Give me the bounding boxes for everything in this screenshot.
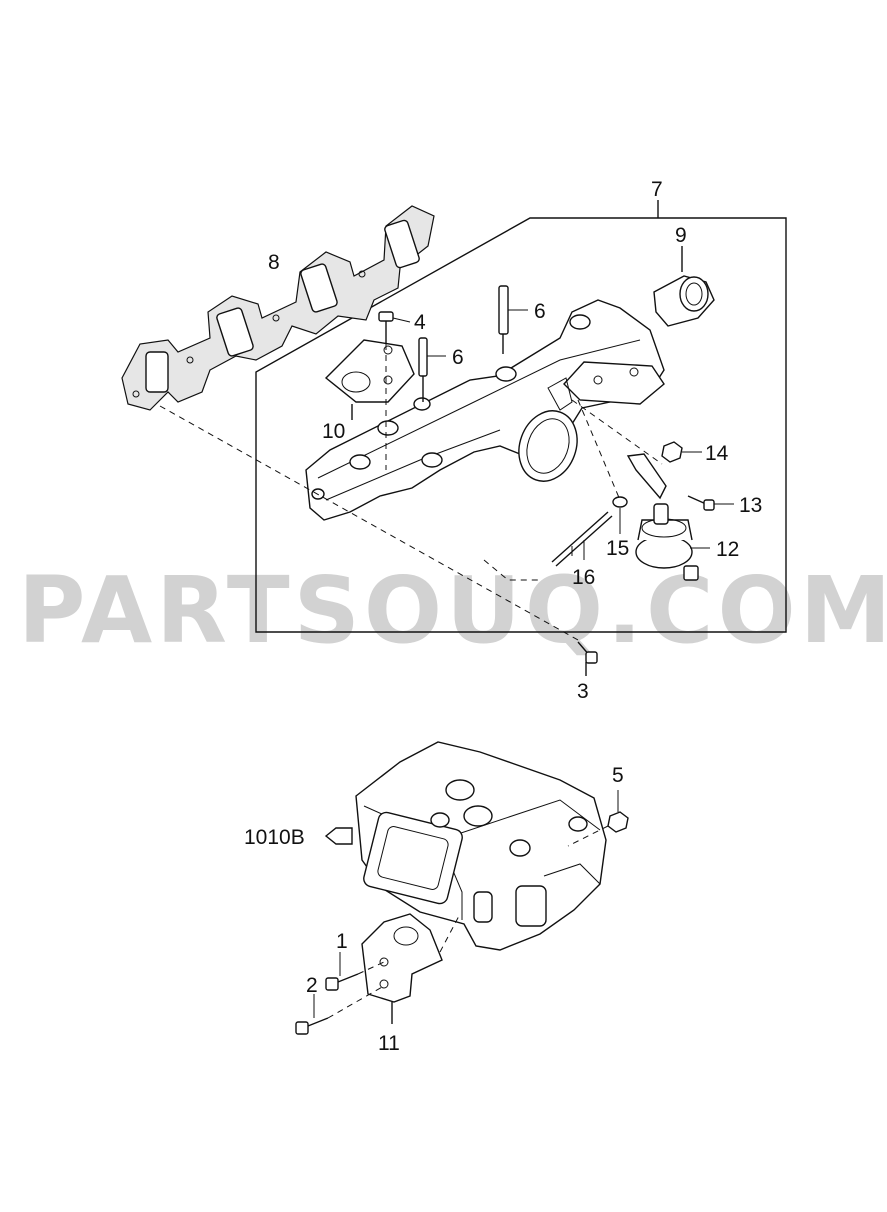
- callout-8: 8: [268, 251, 280, 274]
- pipe-rod-16: [551, 511, 613, 567]
- bolt-3: [577, 641, 598, 676]
- callout-5: 5: [612, 764, 624, 787]
- washer-15: [612, 496, 628, 534]
- manifold-gasket: [121, 205, 435, 411]
- reference-arrow: [324, 827, 353, 845]
- callout-1: 1: [336, 930, 348, 953]
- callout-13: 13: [739, 494, 762, 517]
- callout-3: 3: [577, 680, 589, 703]
- heat-shield-bracket: [324, 339, 415, 420]
- watermark-text: PARTSOUQ.COM: [18, 557, 887, 664]
- stud-6-right: [498, 285, 528, 354]
- assembly-lines: [159, 344, 663, 641]
- nut-5: [567, 790, 629, 847]
- callout-14: 14: [705, 442, 729, 465]
- callout-4: 4: [414, 311, 426, 334]
- bolt-13: [687, 495, 734, 511]
- cylinder-head: [355, 741, 607, 951]
- exhaust-elbow: [653, 246, 715, 327]
- callout-16: 16: [572, 566, 595, 589]
- callout-7: 7: [651, 178, 663, 201]
- callout-10: 10: [322, 420, 345, 443]
- callout-11: 11: [378, 1032, 400, 1055]
- callout-ref-1010b: 1010B: [244, 826, 305, 849]
- callout-6-right: 6: [534, 300, 546, 323]
- bolt-4: [378, 311, 411, 344]
- egr-valve: [626, 453, 710, 581]
- callout-9: 9: [675, 224, 687, 247]
- bolt-1: [325, 952, 385, 991]
- callout-12: 12: [716, 538, 739, 561]
- stud-6-left: [418, 337, 446, 402]
- callout-6-left: 6: [452, 346, 464, 369]
- assembly-frame: [255, 200, 787, 633]
- bolt-2: [295, 985, 385, 1035]
- lifting-bracket: [361, 913, 461, 1024]
- exhaust-manifold: [305, 299, 665, 521]
- callout-2: 2: [306, 974, 318, 997]
- callout-labels: 1 2 3 4 5 6 6 7 8 9 10 11 12 13 14 15 16…: [244, 178, 762, 1055]
- callout-15: 15: [606, 537, 629, 560]
- nut-14: [661, 441, 702, 463]
